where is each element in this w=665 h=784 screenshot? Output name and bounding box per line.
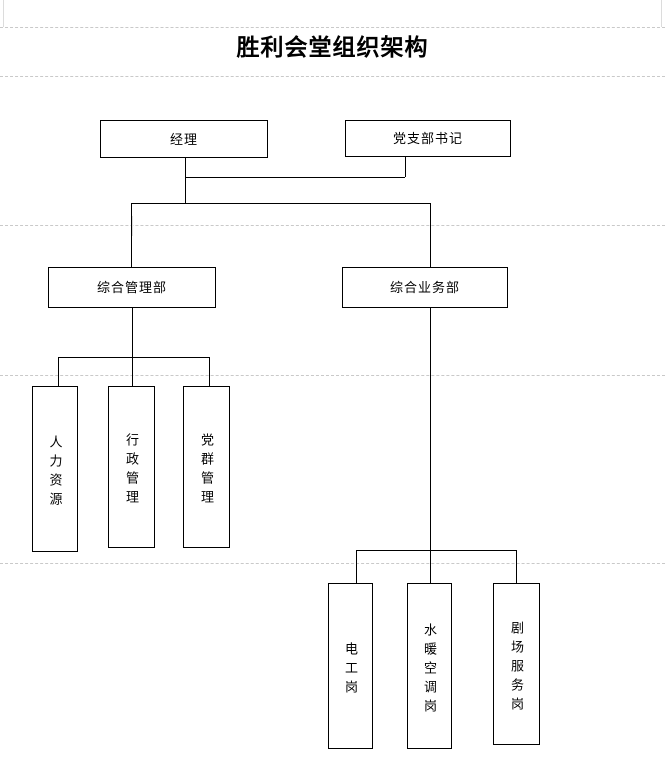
connector-general-business-stem (430, 308, 431, 550)
connector-manager-party-link (185, 177, 405, 178)
org-node-label: 电工岗 (343, 641, 358, 699)
page-guide-line (0, 27, 665, 28)
page-title: 胜利会堂组织架构 (236, 35, 429, 60)
page-guide-line (661, 0, 662, 27)
org-node-label: 经理 (169, 131, 198, 147)
page-guide-line (132, 216, 133, 236)
org-node-label: 综合管理部 (96, 280, 167, 295)
org-node-hvac-plumbing-post[interactable]: 水暖空调岗 (407, 583, 452, 749)
org-node-label: 人力资源 (47, 435, 63, 511)
connector-general-management-stem (132, 308, 133, 357)
connector-drop-general-management (131, 203, 132, 267)
org-node-label: 水暖空调岗 (422, 622, 437, 718)
connector-general-business-bus (356, 550, 516, 551)
connector-drop-hvac-plumbing-post (430, 550, 431, 583)
org-node-label: 行政管理 (124, 433, 139, 509)
connector-drop-theater-service-post (516, 550, 517, 583)
org-node-administration[interactable]: 行政管理 (108, 386, 155, 548)
org-node-party-mass-management[interactable]: 党群管理 (183, 386, 230, 548)
connector-drop-administration (132, 357, 133, 386)
org-node-label: 剧场服务岗 (509, 620, 524, 716)
org-node-general-management-dept[interactable]: 综合管理部 (48, 267, 216, 308)
connector-manager-stem (185, 158, 186, 204)
org-node-label: 党群管理 (199, 433, 214, 509)
org-node-label: 综合业务部 (389, 280, 460, 295)
page-guide-line (0, 375, 665, 376)
org-node-general-business-dept[interactable]: 综合业务部 (342, 267, 508, 308)
org-node-label: 党支部书记 (392, 131, 463, 146)
org-node-electrician-post[interactable]: 电工岗 (328, 583, 373, 749)
page-guide-line (0, 225, 665, 226)
org-node-theater-service-post[interactable]: 剧场服务岗 (493, 583, 540, 745)
connector-general-management-bus (58, 357, 209, 358)
connector-drop-human-resources (58, 357, 59, 386)
connector-level1-bus (131, 203, 430, 204)
page-guide-line (0, 76, 665, 77)
page-guide-line (0, 563, 665, 564)
org-node-human-resources[interactable]: 人力资源 (32, 386, 78, 552)
connector-drop-party-mass-management (209, 357, 210, 386)
org-node-manager[interactable]: 经理 (100, 120, 268, 158)
page-guide-line (3, 0, 4, 27)
connector-party-secretary-stem (405, 157, 406, 177)
connector-drop-electrician-post (356, 550, 357, 583)
connector-drop-general-business (430, 203, 431, 267)
org-node-party-secretary[interactable]: 党支部书记 (345, 120, 511, 157)
